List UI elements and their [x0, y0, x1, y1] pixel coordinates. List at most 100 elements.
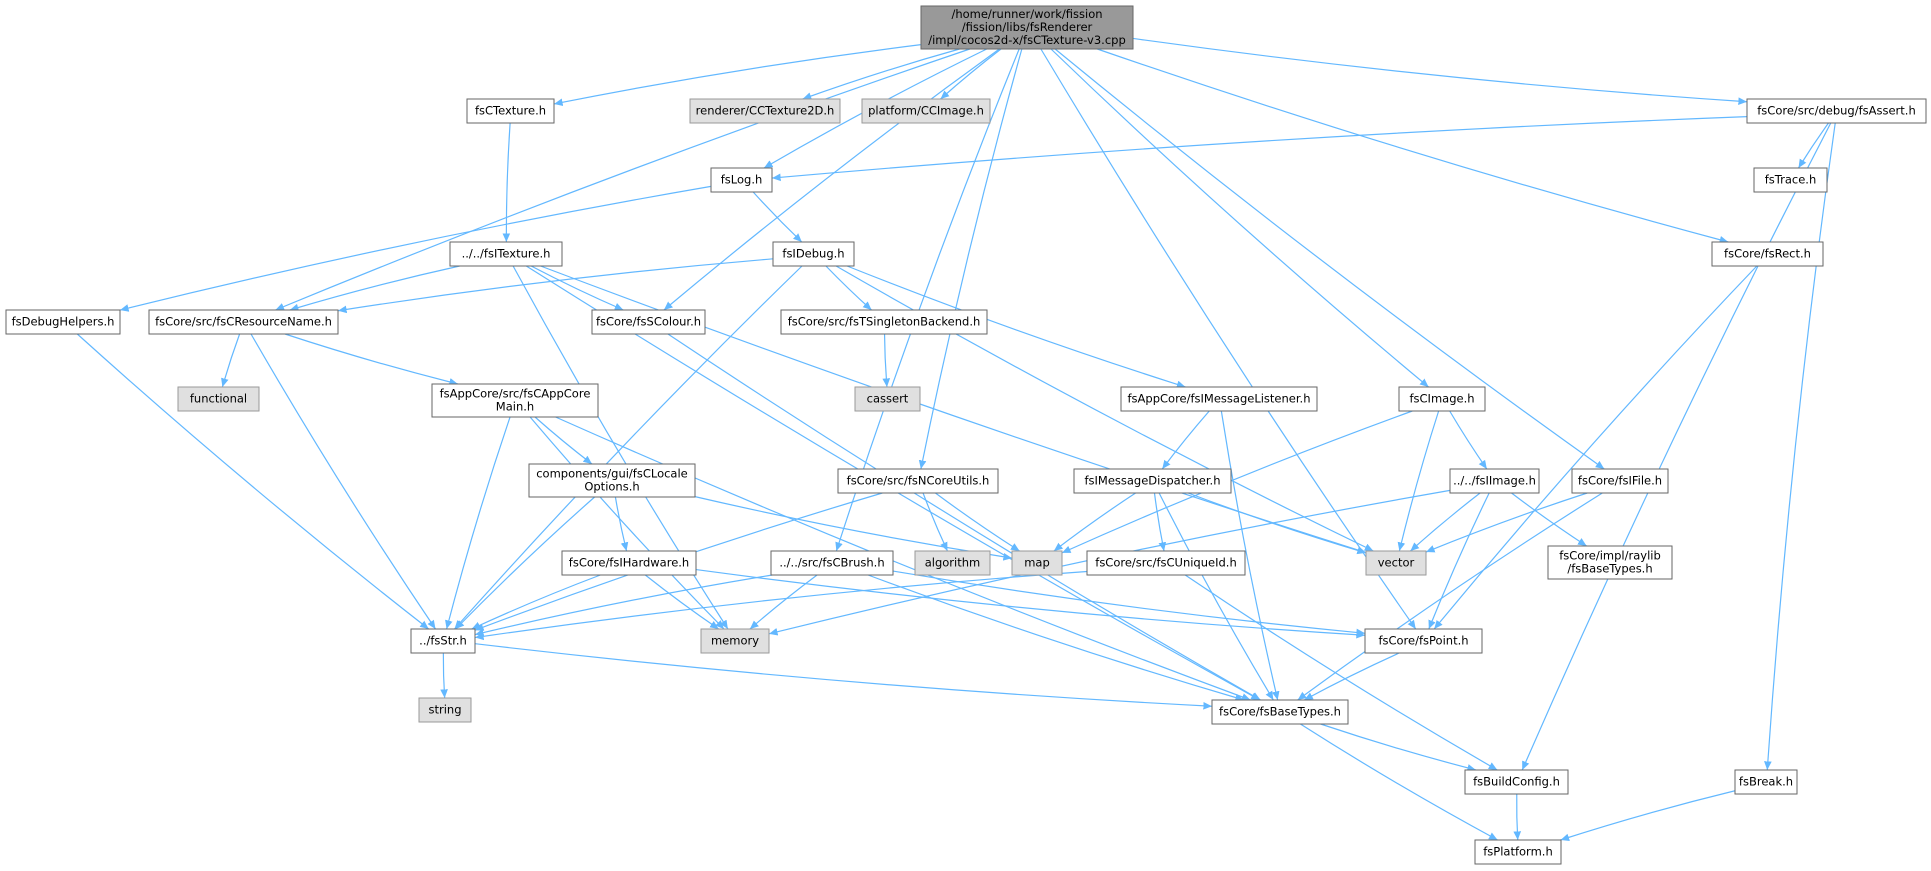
node-box: [591, 309, 706, 335]
node-functional[interactable]: functional: [177, 386, 260, 412]
node-label: fsPlatform.h: [1483, 845, 1552, 859]
node-fsITexture[interactable]: ../../fsITexture.h: [449, 241, 563, 267]
edge-fsIHardware-to-fsStr: [471, 574, 601, 630]
node-label: fsCore/fsPoint.h: [1378, 634, 1468, 648]
node-fsBuildConfig[interactable]: fsBuildConfig.h: [1464, 769, 1569, 795]
edge-root-to-CCImage: [940, 48, 1002, 100]
node-label: fsCore/fsSColour.h: [596, 315, 701, 329]
node-string[interactable]: string: [418, 697, 472, 723]
node-box: [700, 628, 770, 654]
node-label: fsCore/src/fsNCoreUtils.h: [847, 474, 990, 488]
edge-fsCResourceName-to-fsCAppCoreMain: [284, 333, 459, 386]
node-memory[interactable]: memory: [700, 628, 770, 654]
node-label: fsCore/src/fsCResourceName.h: [155, 315, 332, 329]
node-box: [854, 386, 921, 412]
node-box: [1449, 468, 1540, 494]
edge-fsCTexture-to-fsITexture: [502, 122, 511, 243]
node-fsCUniqueId[interactable]: fsCore/src/fsCUniqueId.h: [1086, 550, 1246, 576]
node-fsNCoreUtils[interactable]: fsCore/src/fsNCoreUtils.h: [837, 468, 999, 494]
node-box: [431, 383, 599, 418]
node-CCImage[interactable]: platform/CCImage.h: [861, 98, 991, 124]
node-map[interactable]: map: [1011, 550, 1063, 576]
node-fsCImage[interactable]: fsCImage.h: [1398, 386, 1486, 412]
node-label: fsCImage.h: [1409, 392, 1474, 406]
node-label: string: [428, 703, 461, 717]
node-fsPlatform[interactable]: fsPlatform.h: [1474, 839, 1562, 865]
node-fsCTexture[interactable]: fsCTexture.h: [466, 98, 555, 124]
edge-fsAssert-to-fsBreak: [1764, 122, 1836, 771]
node-box: [5, 309, 121, 335]
edge-fsCAppCoreMain-to-fsBaseTypes: [555, 416, 1251, 701]
edge-fsLog-to-fsDebugHelpers: [119, 185, 712, 312]
edge-fsStr-to-fsBaseTypes: [474, 643, 1213, 710]
edge-fsNCoreUtils-to-algorithm: [922, 492, 948, 552]
node-cassert[interactable]: cassert: [854, 386, 921, 412]
edge-fsBaseTypes-to-fsBuildConfig: [1320, 723, 1477, 772]
node-fsIMessageListener[interactable]: fsAppCore/fsIMessageListener.h: [1120, 386, 1318, 412]
node-label: platform/CCImage.h: [868, 104, 984, 118]
node-fsStr[interactable]: ../fsStr.h: [410, 628, 476, 654]
node-label: fsIMessageDispatcher.h: [1084, 474, 1220, 488]
edge-fsAssert-to-fsBuildConfig: [1521, 122, 1832, 771]
edge-fsITexture-to-memory: [512, 265, 729, 630]
node-fsAssert[interactable]: fsCore/src/debug/fsAssert.h: [1746, 98, 1927, 124]
node-CCTexture2D[interactable]: renderer/CCTexture2D.h: [689, 98, 841, 124]
node-label: components/gui/fsCLocale: [536, 467, 688, 481]
node-vector[interactable]: vector: [1365, 550, 1427, 576]
node-fsSColour[interactable]: fsCore/fsSColour.h: [591, 309, 706, 335]
node-box: [1571, 468, 1669, 494]
node-fsIDebug[interactable]: fsIDebug.h: [772, 241, 855, 267]
node-box: [561, 550, 697, 576]
edge-fsAssert-to-fsLog: [771, 116, 1748, 182]
node-box: [148, 309, 339, 335]
node-fsCBrush[interactable]: ../../src/fsCBrush.h: [770, 550, 894, 576]
node-fsIImage[interactable]: ../../fsIImage.h: [1449, 468, 1540, 494]
node-box: [1734, 769, 1798, 795]
node-fsPoint[interactable]: fsCore/fsPoint.h: [1364, 628, 1483, 654]
node-box: [780, 309, 988, 335]
node-label: fsCore/src/debug/fsAssert.h: [1757, 104, 1915, 118]
edge-fsCImage-to-vector: [1397, 410, 1440, 552]
node-fsIHardware[interactable]: fsCore/fsIHardware.h: [561, 550, 697, 576]
node-label: fsAppCore/src/fsCAppCore: [440, 387, 591, 401]
node-fsCResourceName[interactable]: fsCore/src/fsCResourceName.h: [148, 309, 339, 335]
edge-root-to-fsRect: [1097, 48, 1729, 244]
edge-fsIDebug-to-vector: [835, 265, 1374, 552]
edge-fsCBrush-to-fsStr: [474, 574, 773, 637]
edge-fsIMessageListener-to-fsIMessageDispatcher: [1161, 410, 1210, 470]
node-fsIFile[interactable]: fsCore/fsIFile.h: [1571, 468, 1669, 494]
node-box: [920, 5, 1134, 50]
node-fsLog[interactable]: fsLog.h: [710, 167, 773, 193]
node-label: functional: [190, 392, 247, 406]
node-box: [1474, 839, 1562, 865]
node-raylibBaseTypes[interactable]: fsCore/impl/raylib/fsBaseTypes.h: [1547, 545, 1673, 580]
node-label: Main.h: [496, 400, 534, 414]
node-box: [1398, 386, 1486, 412]
node-fsTSingleton[interactable]: fsCore/src/fsTSingletonBackend.h: [780, 309, 988, 335]
node-box: [1086, 550, 1246, 576]
node-fsTrace[interactable]: fsTrace.h: [1753, 167, 1828, 193]
edge-root-to-fsCImage: [1050, 48, 1429, 388]
edge-fsCResourceName-to-fsStr: [250, 333, 436, 630]
node-box: [177, 386, 260, 412]
node-root[interactable]: /home/runner/work/fission/fission/libs/f…: [920, 5, 1134, 50]
node-box: [466, 98, 555, 124]
node-box: [1753, 167, 1828, 193]
node-label: /fission/libs/fsRenderer: [962, 20, 1093, 34]
edge-fsIMessageDispatcher-to-fsCUniqueId: [1153, 492, 1167, 552]
node-box: [528, 463, 696, 498]
node-fsBaseTypes[interactable]: fsCore/fsBaseTypes.h: [1211, 699, 1349, 725]
edge-fsPoint-to-fsBaseTypes: [1303, 652, 1400, 701]
edge-fsIDebug-to-fsStr: [454, 265, 803, 630]
node-algorithm[interactable]: algorithm: [914, 550, 991, 576]
node-fsIMessageDispatcher[interactable]: fsIMessageDispatcher.h: [1073, 468, 1232, 494]
edge-fsAssert-to-fsTrace: [1797, 122, 1829, 169]
node-fsRect[interactable]: fsCore/fsRect.h: [1711, 241, 1824, 267]
edge-fsCUniqueId-to-fsStr: [474, 570, 1088, 641]
node-fsDebugHelpers[interactable]: fsDebugHelpers.h: [5, 309, 121, 335]
node-fsBreak[interactable]: fsBreak.h: [1734, 769, 1798, 795]
edge-fsLog-to-fsIDebug: [752, 191, 803, 243]
